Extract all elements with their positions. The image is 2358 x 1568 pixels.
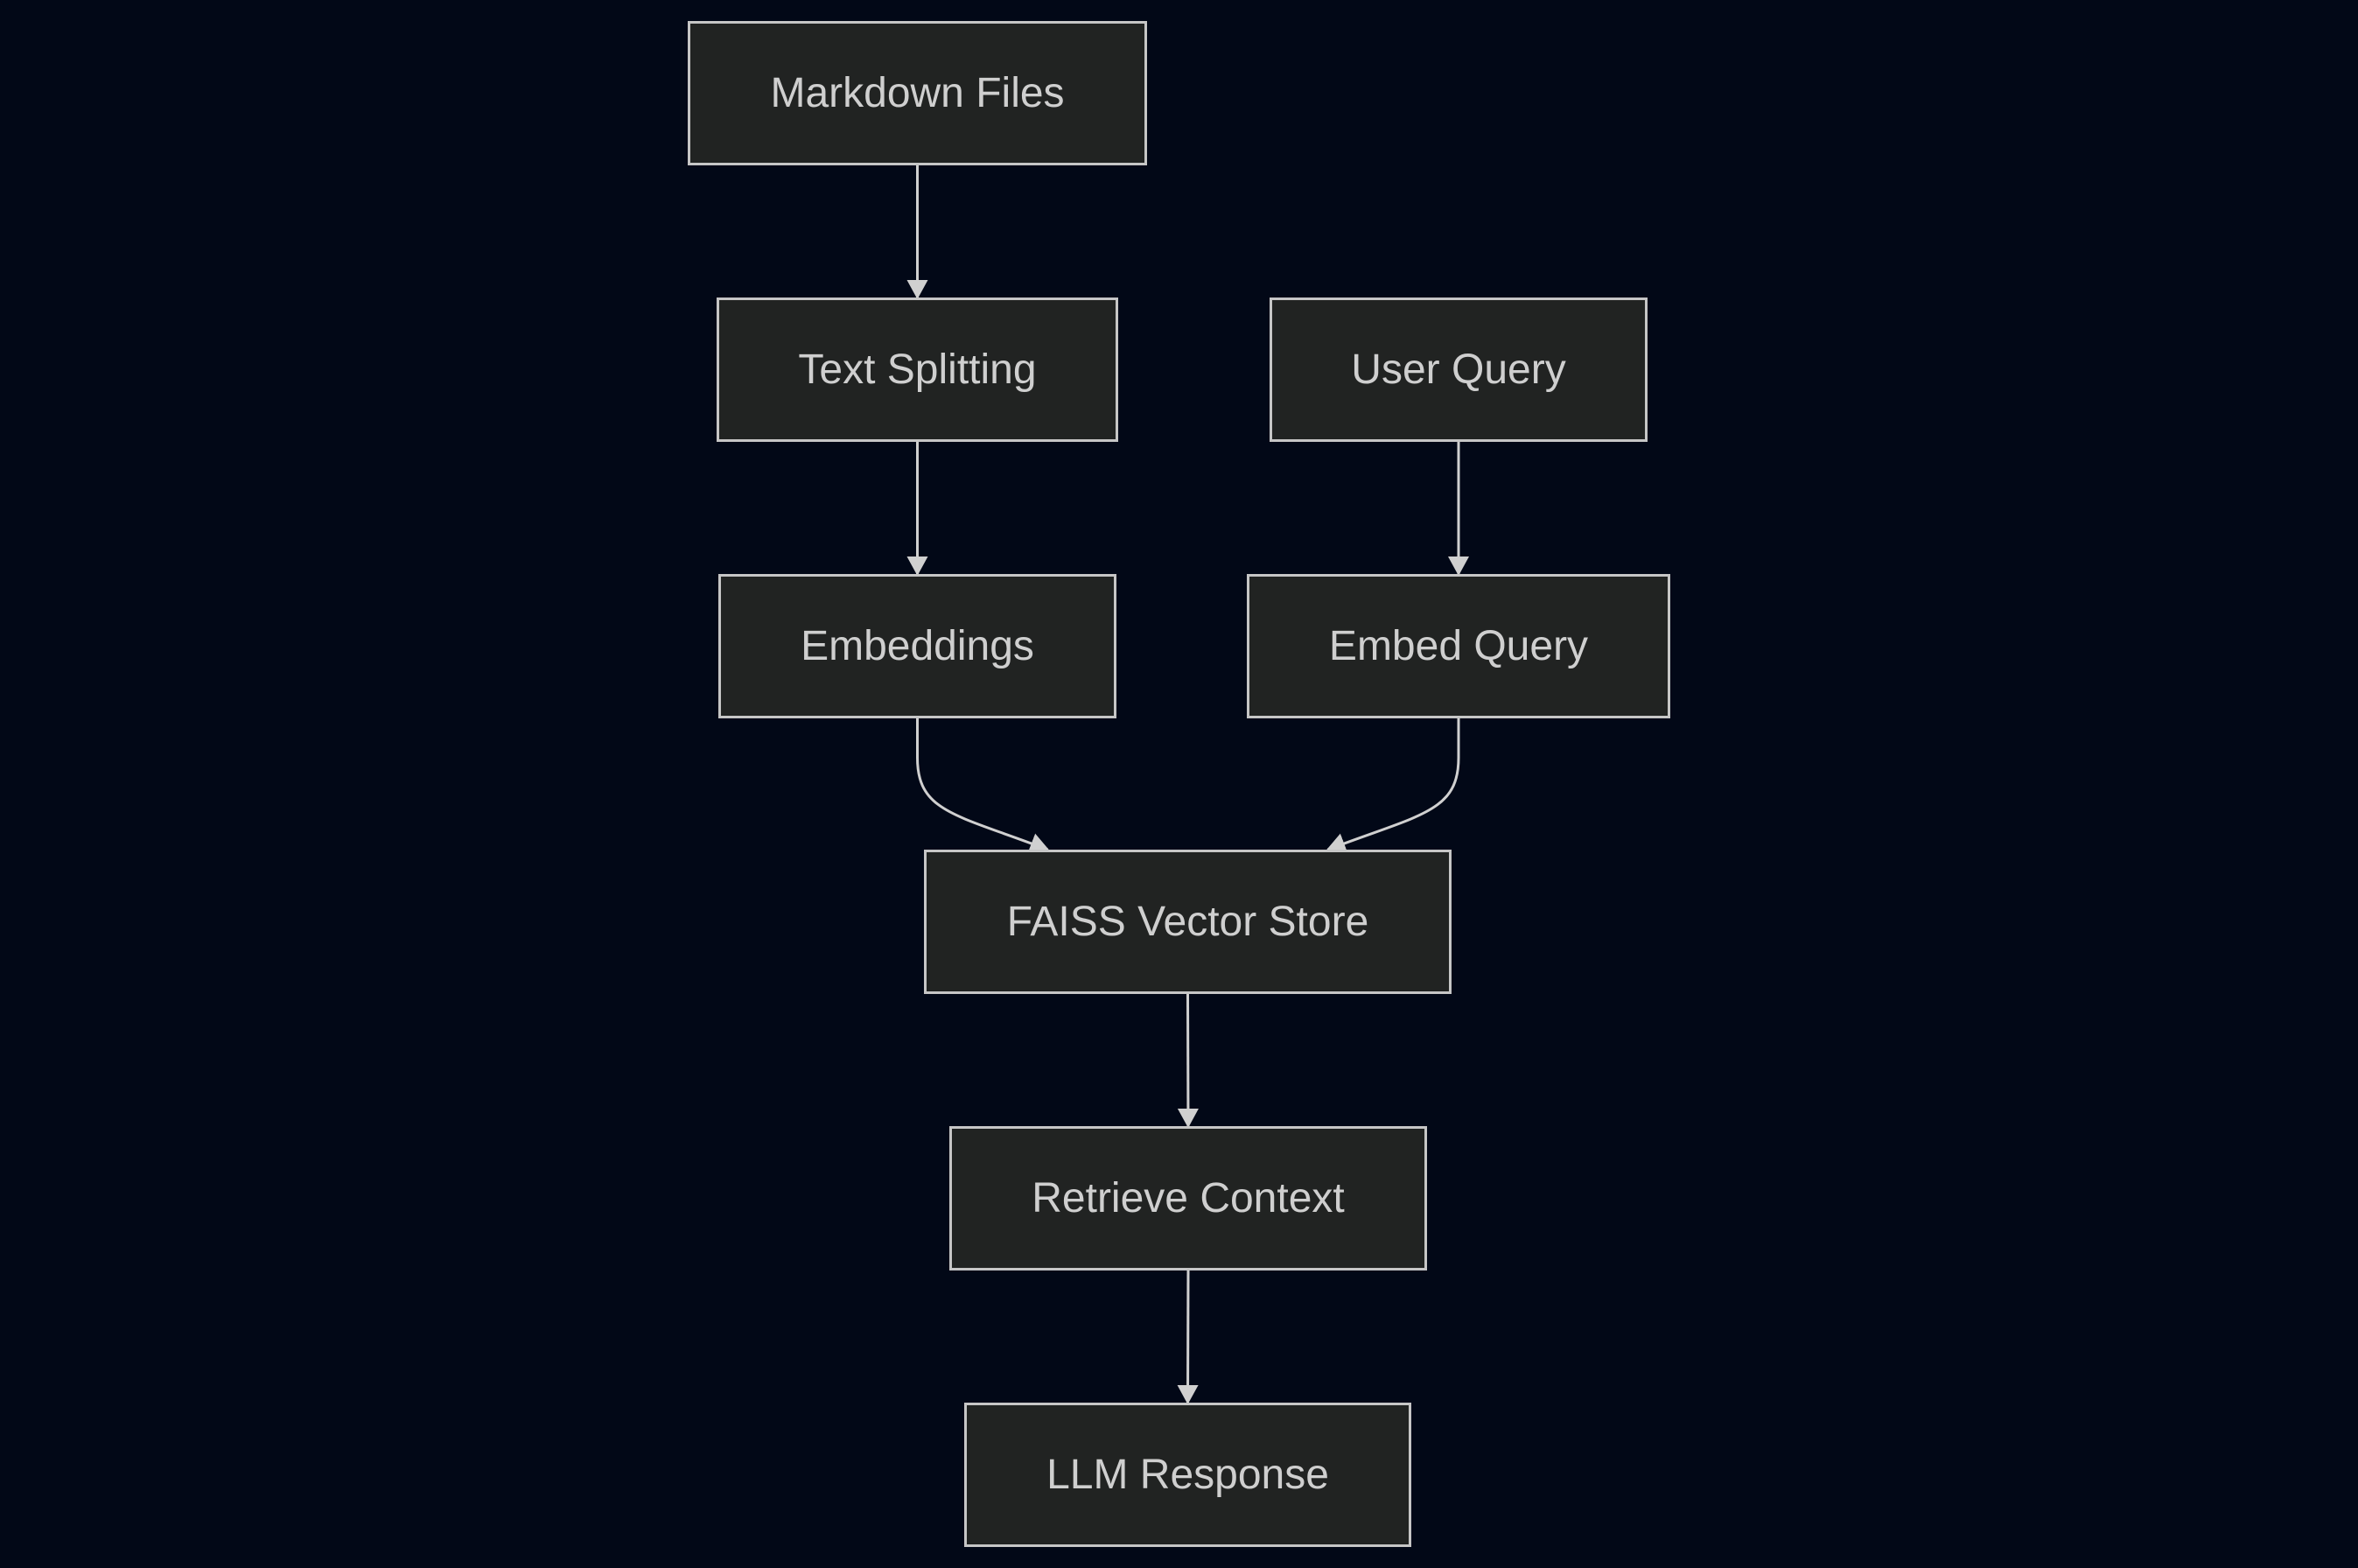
node-embeddings[interactable]: Embeddings — [718, 574, 1116, 718]
node-label: Retrieve Context — [1032, 1175, 1345, 1222]
node-label: Text Splitting — [798, 346, 1037, 393]
node-embed-query[interactable]: Embed Query — [1247, 574, 1670, 718]
node-llm-response[interactable]: LLM Response — [964, 1403, 1411, 1547]
node-label: Embed Query — [1328, 623, 1589, 669]
node-label: LLM Response — [1046, 1452, 1329, 1498]
node-label: FAISS Vector Store — [1006, 899, 1369, 945]
edge-retrieve-context-to-llm-response — [1177, 1270, 1199, 1404]
edge-faiss-vector-store-to-retrieve-context — [1177, 993, 1199, 1128]
node-retrieve-context[interactable]: Retrieve Context — [949, 1126, 1427, 1270]
node-text-splitting[interactable]: Text Splitting — [717, 298, 1118, 442]
node-label: User Query — [1351, 346, 1566, 393]
edge-embed-query-to-faiss-vector-store — [1326, 718, 1460, 854]
node-label: Embeddings — [801, 623, 1034, 669]
node-faiss-vector-store[interactable]: FAISS Vector Store — [924, 850, 1452, 994]
node-user-query[interactable]: User Query — [1270, 298, 1648, 442]
edge-embeddings-to-faiss-vector-store — [916, 718, 1050, 854]
node-markdown-files[interactable]: Markdown Files — [688, 21, 1147, 165]
node-label: Markdown Files — [770, 70, 1065, 116]
